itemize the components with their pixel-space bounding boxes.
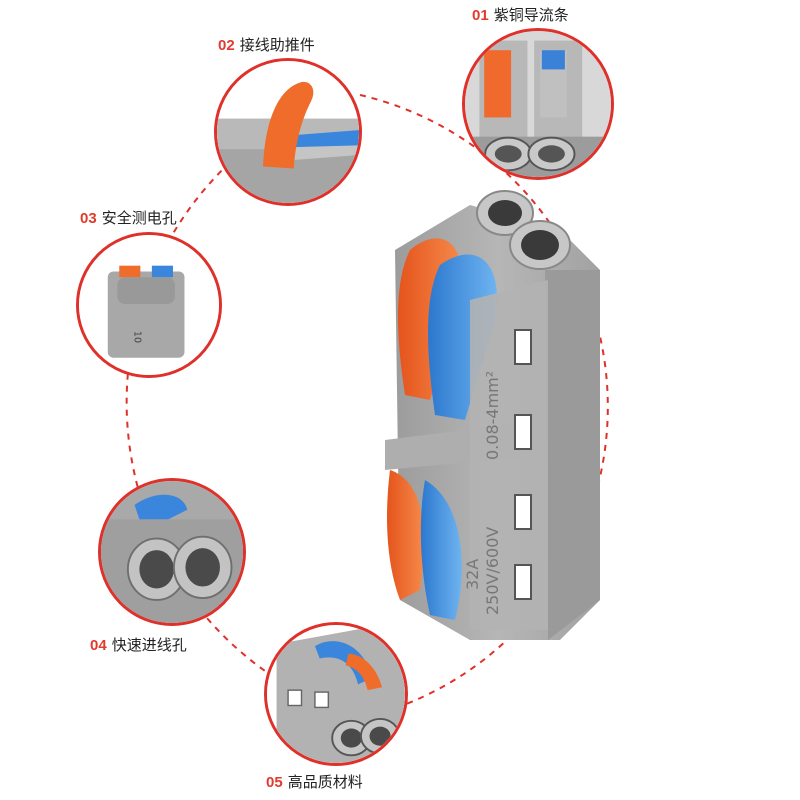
orange-lever-lower — [387, 470, 424, 600]
zoom-circle-05 — [264, 622, 408, 766]
zoom-circle-01 — [462, 28, 614, 180]
test-slot-4 — [514, 564, 532, 600]
marking-small: 10 — [132, 331, 143, 343]
zoom-circle-02 — [214, 58, 362, 206]
marking-wire: 0.08-4mm² — [483, 371, 502, 460]
marking-current: 32A — [463, 559, 482, 590]
test-slot-3 — [514, 494, 532, 530]
marking-voltage: 250V/600V — [483, 527, 502, 615]
test-slot-1 — [514, 329, 532, 365]
blue-lever-lower — [420, 480, 462, 620]
lever-orange-zoom — [263, 81, 314, 169]
zoom-circle-04 — [98, 478, 246, 626]
test-slot-2 — [514, 414, 532, 450]
zoom-circle-03: 10 — [76, 232, 222, 378]
blue-lever-upper — [428, 254, 497, 420]
